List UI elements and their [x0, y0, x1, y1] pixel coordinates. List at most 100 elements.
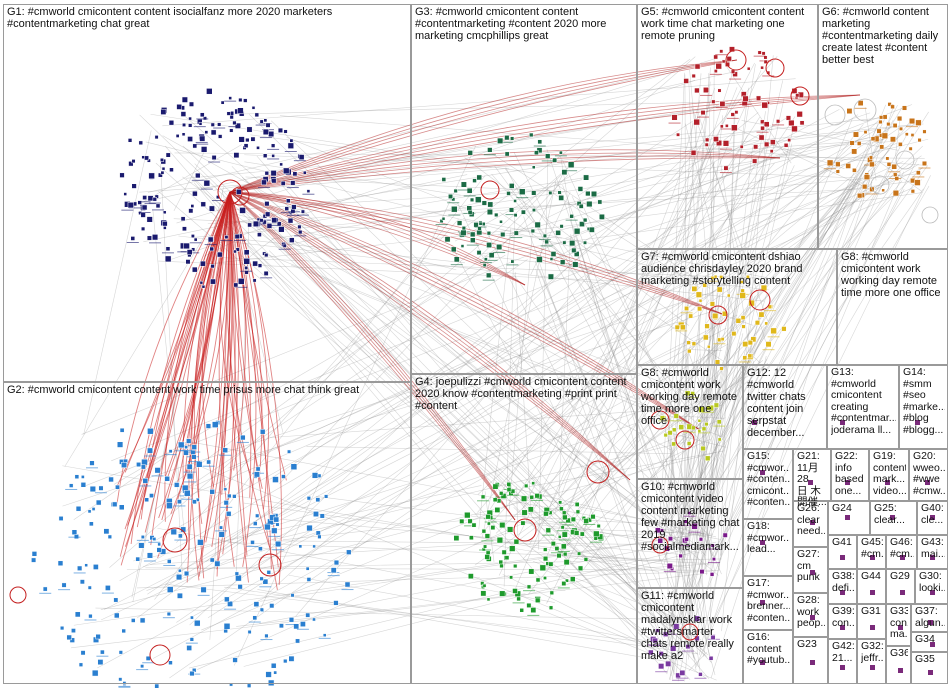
- node: [184, 490, 191, 497]
- edge: [665, 104, 887, 649]
- hub-circle: [681, 623, 699, 641]
- node: [851, 148, 858, 155]
- node: [273, 670, 278, 675]
- node: [536, 256, 543, 263]
- edge-red: [229, 191, 287, 481]
- node: [469, 535, 474, 541]
- edge: [687, 351, 691, 622]
- node: [826, 159, 834, 167]
- node: [288, 617, 295, 623]
- edge: [665, 570, 696, 624]
- node: [694, 63, 701, 70]
- node: [684, 390, 691, 397]
- group-label-g6: G6: #cmworld content marketing #contentm…: [822, 6, 939, 66]
- node: [754, 320, 760, 326]
- node: [573, 251, 580, 257]
- node: [190, 615, 194, 620]
- edge: [533, 116, 796, 509]
- node: [206, 88, 213, 95]
- node: [140, 535, 145, 539]
- node: [928, 670, 933, 675]
- node: [252, 260, 258, 267]
- edge-red: [229, 94, 861, 193]
- edge: [676, 87, 749, 673]
- node: [210, 264, 215, 269]
- node: [178, 533, 183, 539]
- node: [200, 201, 206, 207]
- edge: [681, 409, 703, 429]
- edge: [701, 335, 711, 567]
- node: [168, 449, 173, 454]
- edge: [244, 154, 856, 179]
- node: [208, 205, 215, 212]
- node: [246, 126, 253, 133]
- node: [857, 193, 863, 199]
- edge: [705, 169, 870, 522]
- node: [467, 209, 473, 215]
- node: [719, 366, 724, 371]
- node: [530, 607, 537, 613]
- node: [305, 566, 310, 571]
- edge: [666, 454, 725, 675]
- node: [89, 485, 96, 493]
- node: [770, 327, 777, 335]
- node: [217, 134, 223, 139]
- edge: [671, 449, 720, 680]
- node: [259, 607, 264, 612]
- node: [209, 489, 215, 495]
- node: [704, 137, 710, 142]
- node: [504, 555, 510, 561]
- node: [481, 528, 487, 534]
- edge: [704, 405, 719, 572]
- edge: [694, 278, 714, 574]
- node: [549, 257, 554, 261]
- node: [835, 169, 840, 174]
- node: [810, 615, 815, 620]
- node: [550, 541, 556, 547]
- group-g29: G29: [886, 569, 915, 604]
- edge: [256, 155, 710, 679]
- node: [879, 115, 884, 120]
- node: [484, 533, 491, 539]
- edge: [678, 120, 911, 428]
- node: [492, 497, 498, 503]
- node: [554, 546, 560, 551]
- node: [166, 502, 173, 509]
- node: [722, 140, 730, 147]
- node: [577, 551, 582, 556]
- edge: [514, 488, 717, 538]
- group-g45: G45: #cm...: [857, 535, 886, 569]
- node: [271, 527, 278, 534]
- node: [686, 340, 691, 345]
- edge: [667, 437, 713, 556]
- node: [572, 261, 579, 268]
- edge: [248, 314, 738, 570]
- node: [480, 590, 487, 597]
- node: [886, 122, 891, 127]
- edge: [667, 115, 887, 541]
- edge: [73, 453, 170, 521]
- node: [579, 531, 585, 537]
- edge-red: [225, 191, 271, 548]
- edge-red: [229, 191, 516, 521]
- node: [667, 430, 673, 436]
- node: [731, 331, 737, 337]
- edge: [173, 151, 205, 211]
- edge: [571, 196, 679, 420]
- node: [227, 600, 233, 607]
- node: [291, 204, 297, 210]
- node: [95, 633, 101, 640]
- node: [892, 123, 898, 128]
- node: [295, 638, 300, 644]
- node: [193, 237, 198, 242]
- node: [58, 516, 64, 521]
- node: [499, 563, 504, 569]
- node: [742, 95, 749, 102]
- edge: [694, 87, 715, 149]
- edge: [528, 450, 725, 487]
- group-label-g40: G40: cle...: [921, 503, 944, 526]
- edge: [213, 181, 865, 545]
- node: [543, 576, 547, 580]
- edge: [514, 272, 532, 516]
- node: [128, 161, 134, 167]
